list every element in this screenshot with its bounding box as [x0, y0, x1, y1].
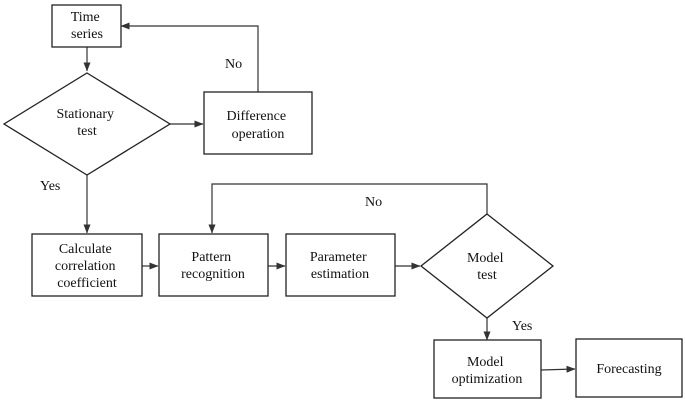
model-test-line-1: Model	[467, 251, 504, 266]
time-series-line-1: Time	[71, 10, 100, 25]
label-model-test-no: No	[365, 195, 382, 210]
node-time-series: Time series	[51, 4, 122, 48]
calculate-correlation-line-1: Calculate	[59, 242, 112, 257]
svg-text:Parameter estimation: Parameter estimation	[310, 250, 370, 282]
parameter-estimation-line-2: estimation	[311, 267, 369, 282]
node-stationary-test: Stationary test	[2, 72, 172, 176]
pattern-recognition-box	[158, 233, 269, 297]
difference-operation-line-2: operation	[232, 127, 285, 142]
stationary-test-diamond	[2, 72, 172, 176]
node-difference-operation: Difference operation	[203, 91, 313, 155]
calculate-correlation-box	[31, 233, 143, 297]
pattern-recognition-line-1: Pattern	[191, 250, 231, 265]
svg-text:Model test: Model test	[467, 251, 507, 283]
forecasting-line-1: Forecasting	[596, 362, 661, 377]
model-test-line-2: test	[477, 268, 497, 283]
node-model-test: Model test	[419, 213, 555, 319]
label-stationary-yes: Yes	[40, 179, 60, 194]
node-forecasting: Forecasting	[575, 338, 683, 398]
svg-text:Stationary test: Stationary test	[56, 107, 117, 139]
time-series-line-2: series	[71, 27, 103, 42]
calculate-correlation-line-3: coefficient	[57, 276, 117, 291]
forecasting-box	[575, 338, 683, 398]
node-calculate-correlation: Calculate correlation coefficient	[31, 233, 143, 297]
stationary-test-line-1: Stationary	[56, 107, 114, 122]
svg-text:Calculate correlation: Calculate correlation coefficient	[55, 242, 119, 291]
calculate-correlation-line-2: correlation	[55, 259, 116, 274]
svg-text:Time series: Time series	[71, 10, 104, 42]
svg-text:Difference operation: Difference operation	[226, 109, 289, 142]
label-model-test-yes: Yes	[512, 319, 532, 334]
node-parameter-estimation: Parameter estimation	[285, 233, 396, 297]
difference-operation-line-1: Difference	[226, 109, 286, 124]
arrow-model-test-back-to-pattern-recognition	[208, 183, 488, 234]
difference-operation-box	[203, 91, 313, 155]
model-optimization-line-1: Model	[467, 355, 504, 370]
pattern-recognition-line-2: recognition	[181, 267, 245, 282]
svg-text:Pattern recognition: Pattern recognition	[181, 250, 245, 282]
model-optimization-box	[433, 339, 542, 399]
stationary-test-line-2: test	[77, 124, 97, 139]
arrow-model-optimization-to-forecasting	[540, 365, 576, 373]
model-test-diamond	[419, 213, 555, 319]
node-pattern-recognition: Pattern recognition	[158, 233, 269, 297]
svg-text:Model optimization: Model optimization	[452, 355, 523, 387]
time-series-box	[51, 4, 122, 48]
node-model-optimization: Model optimization	[433, 339, 542, 399]
parameter-estimation-line-1: Parameter	[310, 250, 367, 265]
edges	[83, 22, 576, 373]
arrow-difference-operation-back-to-time-series	[120, 22, 259, 92]
edge-labels: No Yes No Yes	[40, 57, 532, 334]
parameter-estimation-box	[285, 233, 396, 297]
model-optimization-line-2: optimization	[452, 372, 523, 387]
svg-text:Forecasting: Forecasting	[596, 362, 661, 377]
label-stationary-no: No	[225, 57, 242, 72]
